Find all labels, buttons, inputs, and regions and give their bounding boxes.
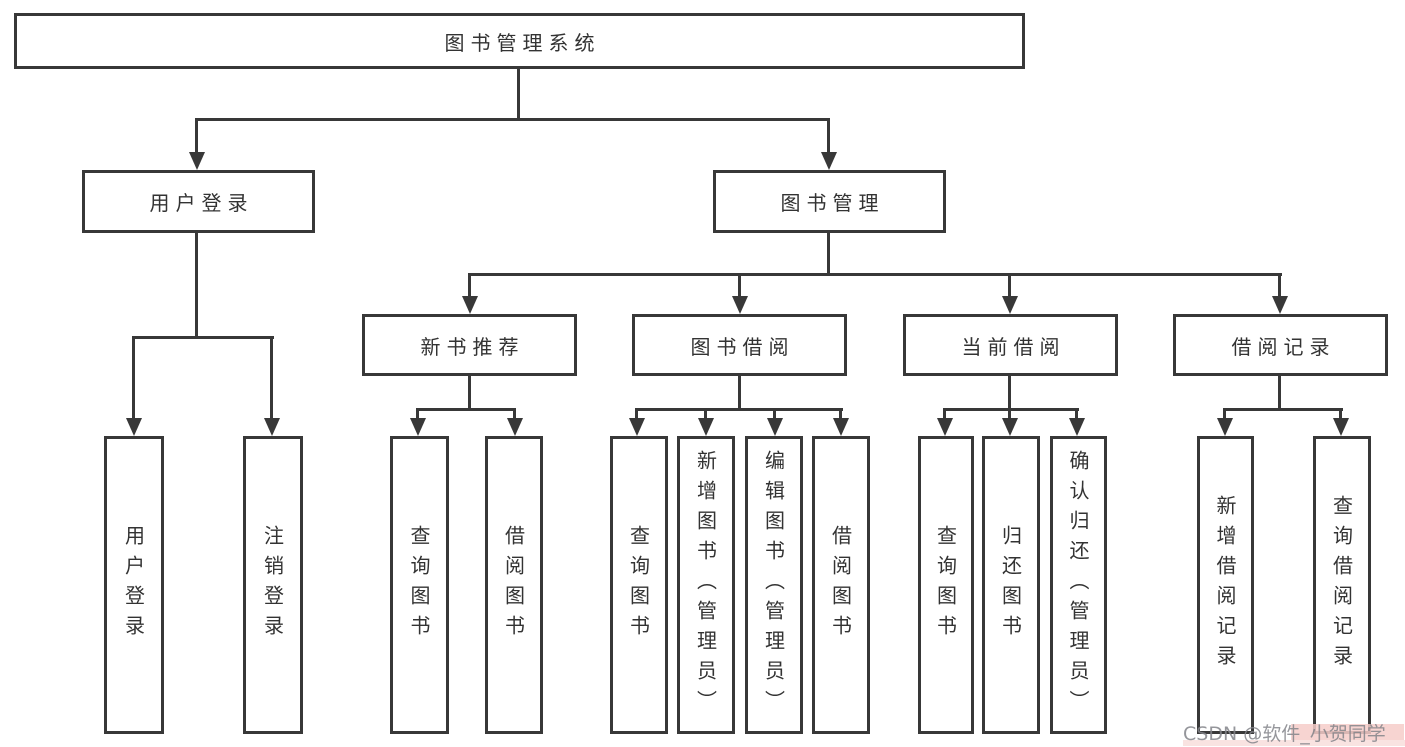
node-current-borrow-label: 当前借阅 (961, 334, 1066, 359)
arrow-down-book-borrow-1 (635, 411, 638, 418)
leaf-book-borrow-edit: 编辑图书（管理员） (745, 436, 803, 734)
arrow-down-current-borrow-1 (943, 411, 946, 418)
leaf-book-borrow-edit-label: 编辑图书（管理员） (761, 450, 786, 720)
connector-new-books-vline (468, 376, 471, 411)
node-book-mgmt-label: 图书管理 (780, 191, 885, 215)
arrow-down-to-book-borrow (738, 276, 741, 296)
arrow-down-to-user-login (195, 121, 198, 152)
leaf-logout: 注销登录 (243, 436, 303, 734)
connector-root-hline (195, 118, 830, 121)
leaf-current-borrow-confirm-label: 确认归还（管理员） (1066, 450, 1090, 720)
node-current-borrow: 当前借阅 (903, 314, 1118, 376)
watermark-accent-highlight (1291, 724, 1404, 744)
node-book-borrow: 图书借阅 (632, 314, 847, 376)
arrow-down-to-new-books (468, 276, 471, 296)
connector-new-books-hline (416, 408, 516, 411)
leaf-current-borrow-confirm: 确认归还（管理员） (1050, 436, 1107, 734)
arrow-down-to-leaf-login (132, 339, 135, 418)
arrow-down-book-borrow-2 (704, 411, 707, 418)
node-new-books: 新书推荐 (362, 314, 577, 376)
connector-root-vline (517, 69, 520, 118)
leaf-new-books-query: 查询图书 (390, 436, 449, 734)
connector-book-borrow-hline (635, 408, 843, 411)
arrow-down-book-borrow-3 (773, 411, 776, 418)
node-borrow-records-label: 借阅记录 (1231, 334, 1336, 359)
leaf-book-borrow-add: 新增图书（管理员） (677, 436, 735, 734)
leaf-logout-label: 注销登录 (260, 525, 285, 645)
node-new-books-label: 新书推荐 (420, 334, 525, 359)
connector-borrow-records-vline (1278, 376, 1281, 411)
arrow-down-borrow-records-1 (1223, 411, 1226, 418)
leaf-current-borrow-return: 归还图书 (982, 436, 1040, 734)
arrow-down-new-books-2 (513, 411, 516, 418)
leaf-new-books-borrow-label: 借阅图书 (501, 525, 526, 645)
watermark: CSDN @软件_小贺同学 (1183, 719, 1386, 746)
leaf-book-borrow-borrow: 借阅图书 (812, 436, 870, 734)
arrow-down-to-current-borrow (1008, 276, 1011, 296)
node-root: 图书管理系统 (14, 13, 1025, 69)
connector-user-login-vline (195, 233, 198, 339)
watermark-suffix: 小贺同学 (1309, 723, 1386, 745)
leaf-user-login: 用户登录 (104, 436, 164, 734)
leaf-book-borrow-borrow-label: 借阅图书 (828, 525, 853, 645)
leaf-current-borrow-query-label: 查询图书 (933, 525, 958, 645)
connector-user-login-hline (132, 336, 274, 339)
arrow-down-book-borrow-4 (839, 411, 842, 418)
node-book-mgmt: 图书管理 (713, 170, 946, 233)
leaf-records-query-label: 查询借阅记录 (1329, 495, 1354, 675)
arrow-down-to-book-mgmt (827, 121, 830, 152)
leaf-book-borrow-add-label: 新增图书（管理员） (693, 450, 718, 720)
leaf-current-borrow-query: 查询图书 (918, 436, 974, 734)
leaf-book-borrow-query: 查询图书 (610, 436, 668, 734)
arrow-down-to-leaf-logout (270, 339, 273, 418)
watermark-bottom-strip (1183, 740, 1405, 746)
leaf-new-books-borrow: 借阅图书 (485, 436, 543, 734)
watermark-prefix: CSDN @软件_ (1183, 723, 1310, 745)
node-borrow-records: 借阅记录 (1173, 314, 1388, 376)
connector-current-borrow-vline (1008, 376, 1011, 411)
arrow-down-current-borrow-2 (1008, 411, 1011, 418)
leaf-book-borrow-query-label: 查询图书 (626, 525, 651, 645)
node-book-borrow-label: 图书借阅 (690, 334, 795, 359)
connector-book-mgmt-hline (468, 273, 1282, 276)
connector-borrow-records-hline (1223, 408, 1343, 411)
arrow-down-new-books-1 (416, 411, 419, 418)
leaf-records-add: 新增借阅记录 (1197, 436, 1254, 734)
node-user-login: 用户登录 (82, 170, 315, 233)
leaf-user-login-label: 用户登录 (121, 525, 146, 645)
leaf-records-add-label: 新增借阅记录 (1213, 495, 1237, 675)
arrow-down-current-borrow-3 (1075, 411, 1078, 418)
leaf-records-query: 查询借阅记录 (1313, 436, 1371, 734)
leaf-current-borrow-return-label: 归还图书 (998, 525, 1023, 645)
arrow-down-borrow-records-2 (1339, 411, 1342, 418)
node-user-login-label: 用户登录 (149, 191, 254, 215)
arrow-down-to-borrow-records (1278, 276, 1281, 296)
connector-current-borrow-hline (943, 408, 1079, 411)
connector-book-mgmt-vline (827, 233, 830, 276)
connector-book-borrow-vline (738, 376, 741, 411)
leaf-new-books-query-label: 查询图书 (407, 525, 431, 645)
node-root-label: 图书管理系统 (444, 30, 601, 55)
